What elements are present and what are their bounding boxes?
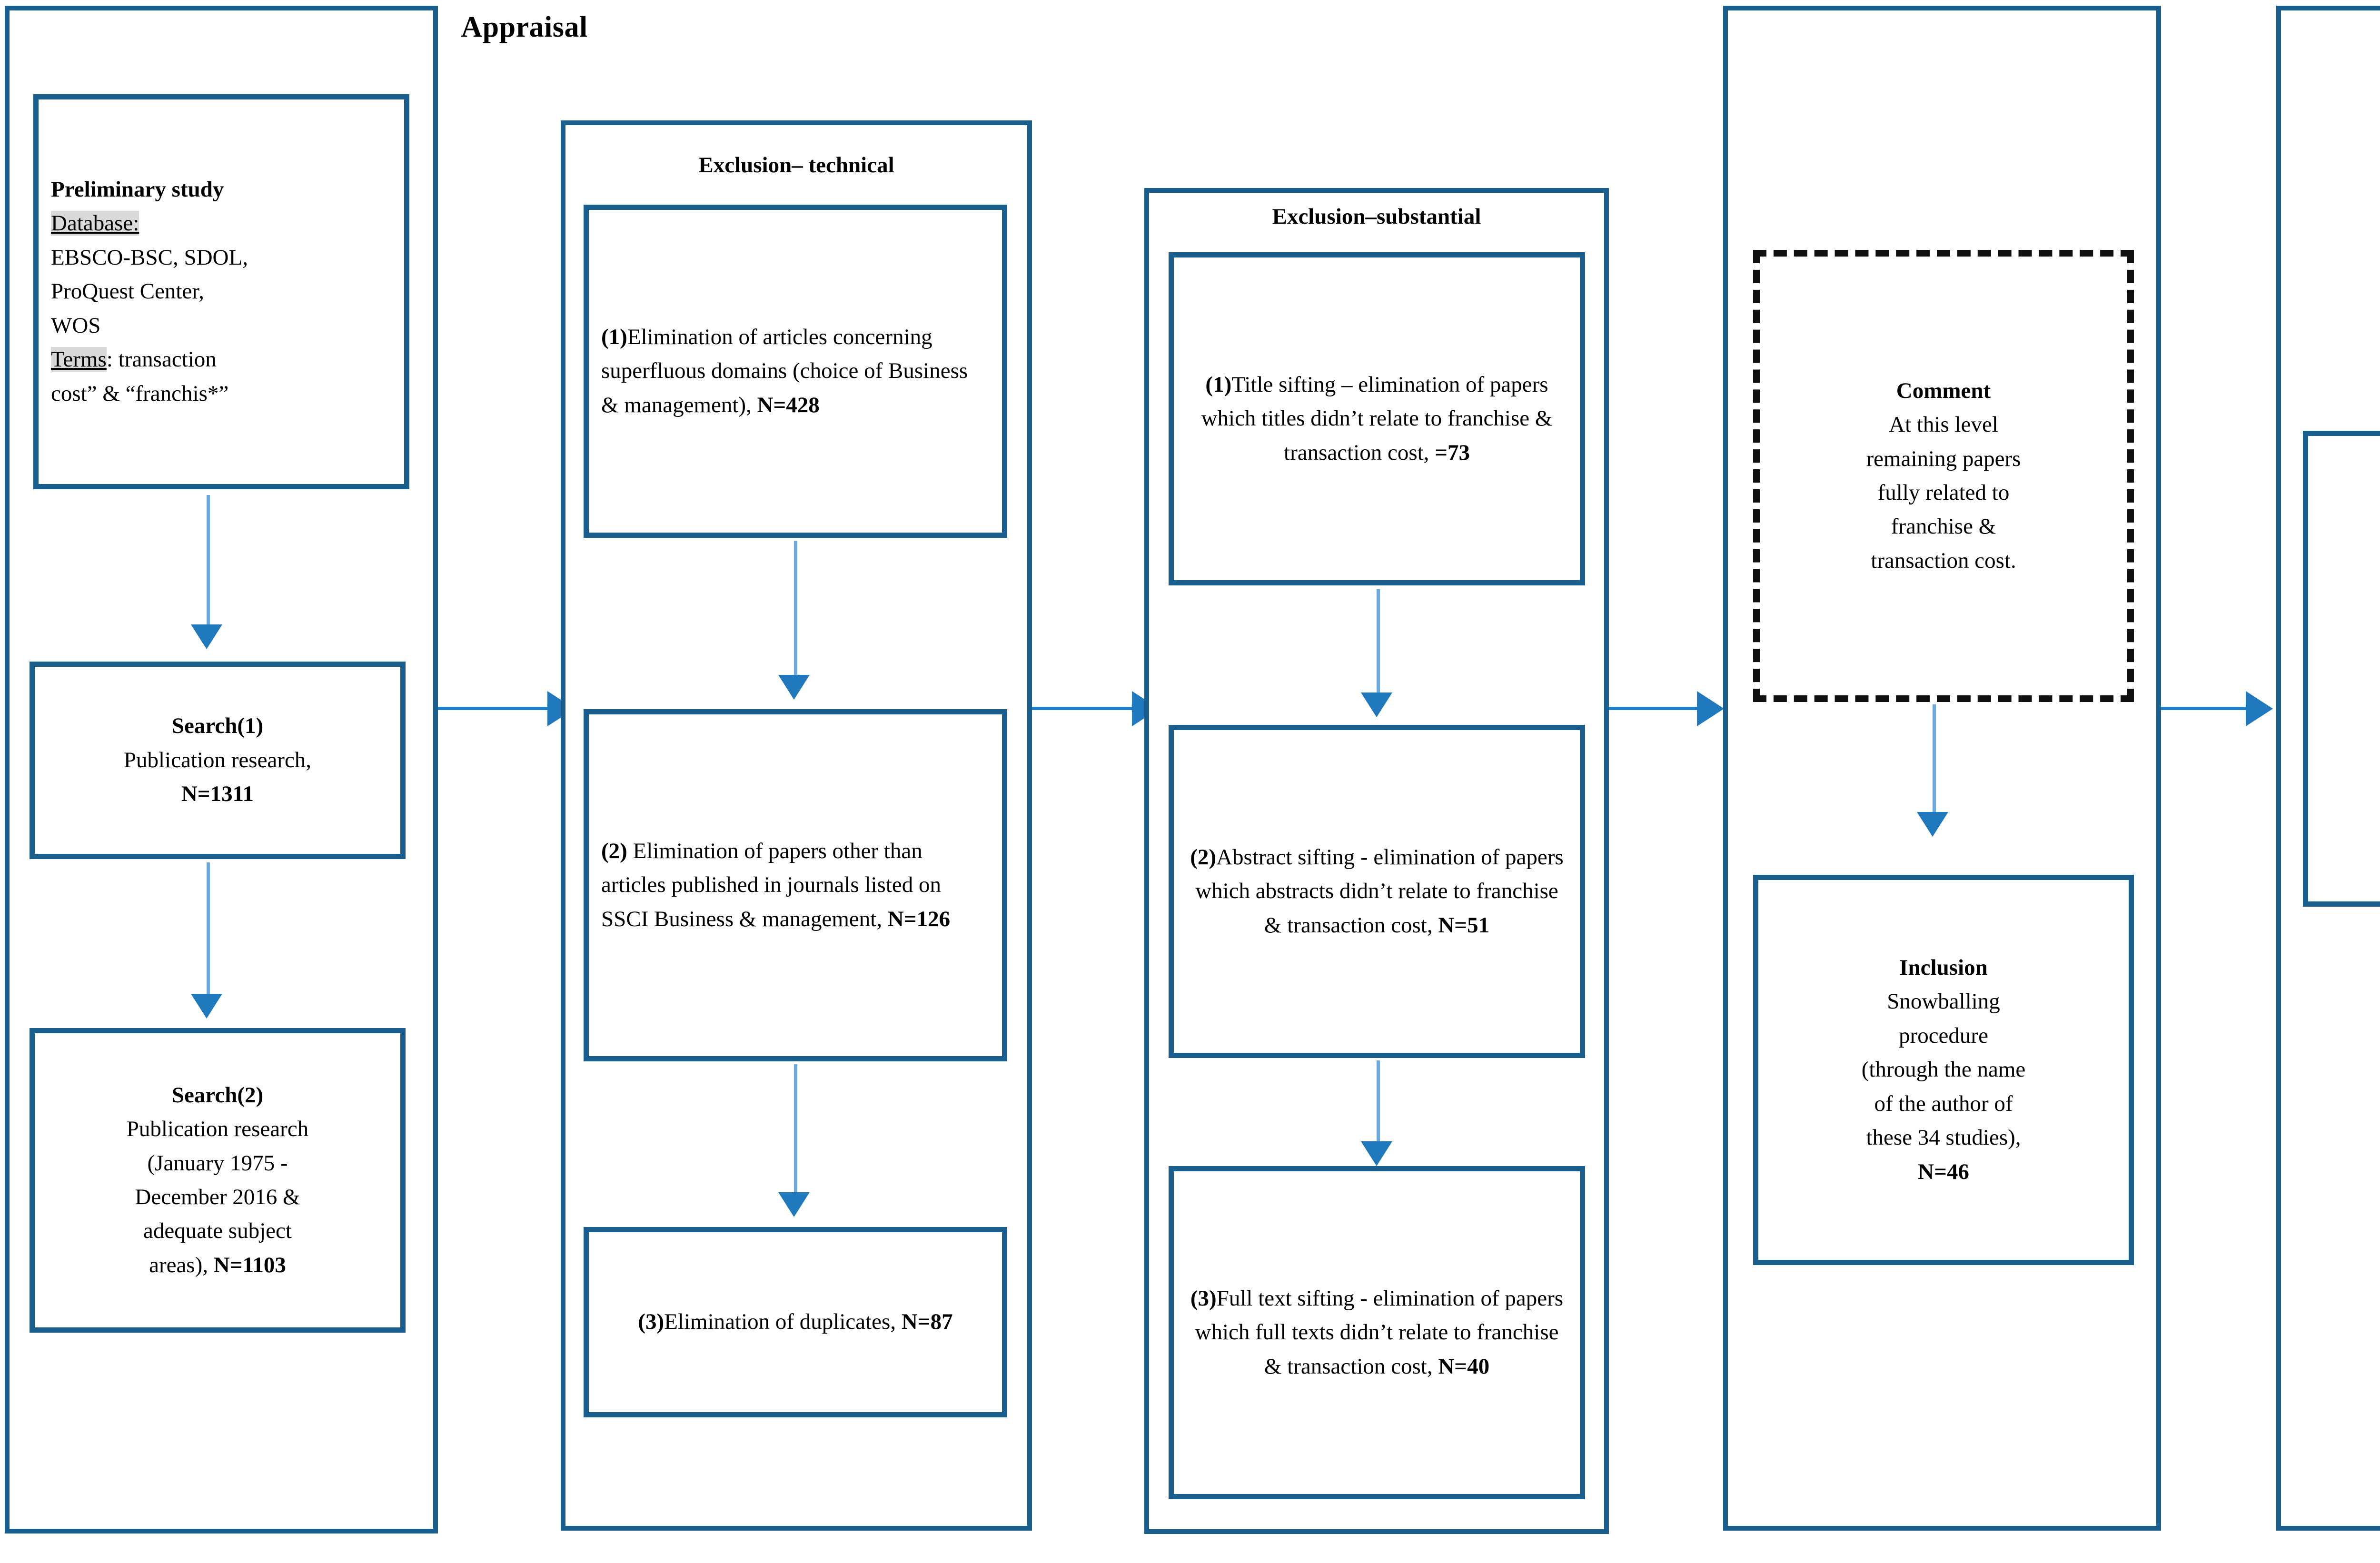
search-2-line-2: (January 1975 - [147,1150,288,1176]
inclusion-title: Inclusion [1899,955,1988,980]
exclusion-substantial-3-text: (3)Full text sifting - elimination of pa… [1190,1286,1564,1379]
node-inclusion: Inclusion Snowballing procedure (through… [1753,875,2134,1265]
connector-line-col1-to-col2 [438,707,557,710]
database-list-1: EBSCO-BSC, SDOL, [51,245,248,270]
connector-arrowhead-search1-to-search2 [191,994,222,1019]
search-1-line-1: Publication research, [123,747,312,772]
comment-text: Comment At this level remaining papers f… [1772,374,2115,578]
node-search-2: Search(2) Publication research (January … [30,1028,406,1333]
search-2-line-4: adequate subject [143,1218,292,1244]
comment-line-3: fully related to [1877,480,2010,505]
preliminary-study-title: Preliminary study [51,177,224,202]
heading-exclusion-substantial: Exclusion–substantial [1272,204,1481,229]
connector-line-col3-to-col4 [1609,707,1709,710]
page-title-text: Appraisal [461,11,588,43]
search-1-count: N=1311 [181,782,254,807]
search-2-line-1: Publication research [126,1117,309,1142]
connector-arrowhead-tech2-to-tech3 [778,1192,810,1217]
inclusion-line-4: of the author of [1874,1091,2013,1116]
exclusion-technical-3-text: (3)Elimination of duplicates, N=87 [638,1309,953,1335]
exclusion-substantial-2-count: N=51 [1438,912,1490,938]
inclusion-count: N=46 [1918,1159,1969,1184]
exclusion-substantial-3-number: (3) [1190,1286,1217,1311]
search-2-title: Search(2) [171,1082,264,1108]
node-exclusion-technical-3: (3)Elimination of duplicates, N=87 [584,1227,1007,1417]
exclusion-technical-3-count: N=87 [901,1309,953,1335]
exclusion-technical-1-text: (1)Elimination of articles concerning su… [601,324,968,417]
connector-arrowhead-col4-to-col5 [2246,691,2273,726]
search-2-text: Search(2) Publication research (January … [47,1078,388,1283]
exclusion-technical-2-text: (2) Elimination of papers other than art… [601,838,951,931]
terms-value-2: cost” & “franchis*” [51,381,229,406]
synthesis-text: Synthesis and analysis The final set acc… [2320,567,2380,771]
node-synthesis-and-analysis: Synthesis and analysis The final set acc… [2303,431,2380,907]
exclusion-technical-3-number: (3) [638,1309,664,1335]
connector-arrowhead-prelim-to-search1 [191,624,222,649]
exclusion-substantial-2-number: (2) [1190,844,1217,870]
exclusion-technical-2-count: N=126 [887,906,951,931]
database-label: Database: [51,211,139,236]
comment-line-4: franchise & [1891,514,1996,539]
exclusion-technical-2-number: (2) [601,838,627,863]
connector-arrowhead-tech1-to-tech2 [778,675,810,700]
connector-arrowhead-col3-to-col4 [1697,691,1724,726]
connector-line-search1-to-search2 [207,862,210,1000]
node-search-1: Search(1) Publication research, N=1311 [30,662,406,859]
database-list-2: ProQuest Center, [51,279,204,304]
heading-exclusion-technical: Exclusion– technical [698,153,894,178]
connector-arrowhead-comment-to-inclusion [1917,812,1948,837]
inclusion-text: Inclusion Snowballing procedure (through… [1771,951,2116,1189]
database-list-3: WOS [51,313,101,338]
exclusion-substantial-1-text: (1)Title sifting – elimination of papers… [1201,372,1553,465]
terms-value-1: : transaction [106,347,217,372]
search-2-line-5: areas), N=1103 [149,1252,286,1277]
connector-line-prelim-to-search1 [207,495,210,633]
node-preliminary-study: Preliminary study Database: EBSCO-BSC, S… [33,94,409,489]
node-exclusion-technical-2: (2) Elimination of papers other than art… [584,709,1007,1061]
connector-line-tech1-to-tech2 [794,541,797,683]
terms-label: Terms [51,347,107,372]
inclusion-line-3: (through the name [1861,1057,2026,1082]
comment-title: Comment [1896,378,1991,403]
comment-line-1: At this level [1889,412,1998,437]
page-title: Appraisal [0,10,2380,44]
connector-line-col4-to-col5 [2161,707,2249,710]
comment-line-5: transaction cost. [1871,548,2016,573]
node-comment: Comment At this level remaining papers f… [1753,250,2134,702]
node-exclusion-technical-1: (1)Elimination of articles concerning su… [584,205,1007,538]
connector-line-sub2-to-sub3 [1377,1060,1380,1153]
stage-column-inclusion [1723,6,2161,1531]
connector-line-sub1-to-sub2 [1377,589,1380,703]
inclusion-line-5: these 34 studies), [1866,1125,2021,1150]
exclusion-technical-1-number: (1) [601,324,627,349]
comment-line-2: remaining papers [1866,446,2021,471]
exclusion-technical-1-count: N=428 [757,392,820,417]
node-exclusion-substantial-2: (2)Abstract sifting - elimination of pap… [1169,725,1585,1058]
inclusion-line-1: Snowballing [1887,989,2000,1014]
preliminary-study-text: Preliminary study Database: EBSCO-BSC, S… [51,173,392,411]
search-2-line-3: December 2016 & [135,1185,300,1209]
node-exclusion-substantial-1: (1)Title sifting – elimination of papers… [1169,252,1585,585]
exclusion-substantial-1-number: (1) [1205,372,1232,397]
connector-line-tech2-to-tech3 [794,1064,797,1202]
search-1-title: Search(1) [171,713,264,739]
exclusion-substantial-2-text: (2)Abstract sifting - elimination of pap… [1190,844,1564,938]
connector-arrowhead-sub1-to-sub2 [1361,692,1392,717]
inclusion-line-2: procedure [1899,1023,1988,1048]
exclusion-substantial-3-count: N=40 [1438,1354,1490,1379]
search-1-text: Search(1) Publication research, N=1311 [47,709,388,811]
connector-line-comment-to-inclusion [1933,704,1936,823]
exclusion-substantial-1-count: =73 [1435,440,1470,465]
connector-line-col2-to-col3 [1032,707,1141,710]
node-exclusion-substantial-3: (3)Full text sifting - elimination of pa… [1169,1166,1585,1499]
connector-arrowhead-sub2-to-sub3 [1361,1141,1392,1166]
